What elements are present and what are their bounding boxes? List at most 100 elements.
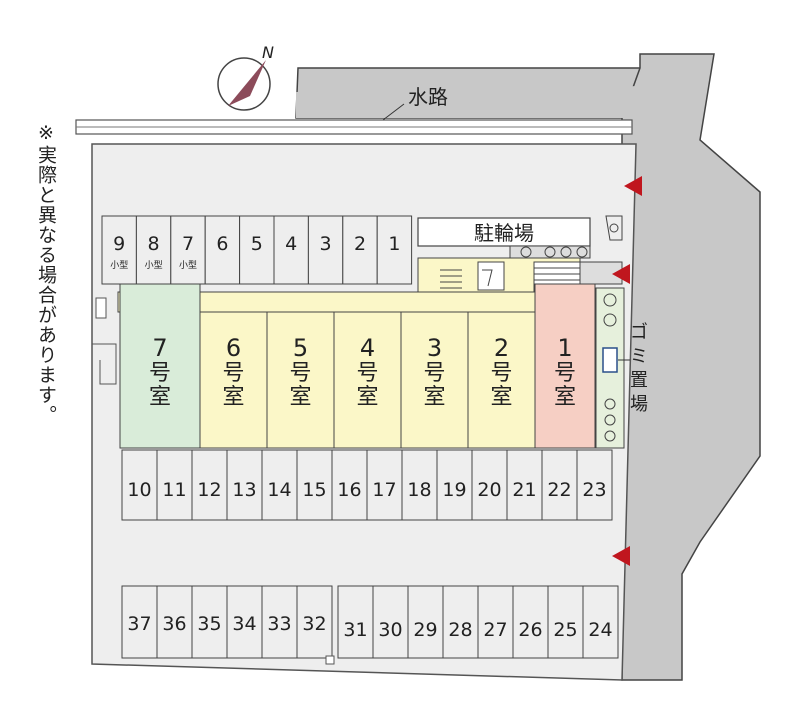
bicycle-rack-icons bbox=[520, 246, 588, 258]
parking-number: 29 bbox=[413, 619, 437, 641]
parking-space-bottom: 36 bbox=[156, 585, 193, 659]
parking-number: 18 bbox=[407, 479, 431, 501]
garbage-bin-icon bbox=[602, 347, 618, 373]
compass-north-label: N bbox=[262, 43, 274, 62]
compass: N bbox=[217, 43, 274, 111]
room-kanji: 室 bbox=[222, 385, 244, 410]
parking-space-top: 5 bbox=[239, 215, 275, 285]
room-number: 4 bbox=[360, 334, 375, 362]
parking-number: 14 bbox=[267, 479, 291, 501]
parking-number: 15 bbox=[302, 479, 326, 501]
parking-number: 24 bbox=[588, 619, 612, 641]
room-kanji: 号 bbox=[423, 361, 445, 386]
parking-number: 16 bbox=[337, 479, 361, 501]
disclaimer-note: ※実際と異なる場合があります。 bbox=[35, 122, 57, 425]
room-7: 7号室 bbox=[119, 283, 201, 449]
parking-number: 36 bbox=[162, 613, 186, 635]
waterway-label: 水路 bbox=[408, 85, 448, 109]
room-kanji: 号 bbox=[490, 361, 512, 386]
parking-space-middle: 11 bbox=[156, 449, 193, 521]
road-right bbox=[621, 53, 761, 681]
parking-number: 6 bbox=[216, 233, 228, 255]
room-4: 4号室 bbox=[333, 311, 402, 449]
parking-number: 13 bbox=[232, 479, 256, 501]
parking-number: 37 bbox=[127, 613, 151, 635]
parking-number: 8 bbox=[148, 233, 160, 255]
parking-space-middle: 10 bbox=[121, 449, 158, 521]
parking-number: 34 bbox=[232, 613, 256, 635]
parking-space-middle: 20 bbox=[471, 449, 508, 521]
room-kanji: 号 bbox=[149, 361, 171, 386]
parking-space-top: 9 小型 bbox=[101, 215, 137, 285]
parking-size-label: 小型 bbox=[145, 260, 163, 271]
parking-space-bottom: 30 bbox=[372, 585, 409, 659]
parking-space-top: 3 bbox=[307, 215, 344, 285]
parking-space-middle: 15 bbox=[296, 449, 333, 521]
parking-size-label: 小型 bbox=[110, 260, 128, 271]
parking-number: 5 bbox=[251, 233, 263, 255]
room-kanji: 室 bbox=[423, 385, 445, 410]
room-number: 2 bbox=[494, 334, 509, 362]
parking-number: 31 bbox=[343, 619, 367, 641]
parking-number: 17 bbox=[372, 479, 396, 501]
garbage-label: ゴミ置場 bbox=[630, 322, 648, 415]
parking-number: 25 bbox=[553, 619, 577, 641]
parking-number: 30 bbox=[378, 619, 402, 641]
parking-space-bottom: 35 bbox=[191, 585, 228, 659]
parking-space-top: 8 小型 bbox=[135, 215, 172, 285]
parking-number: 21 bbox=[512, 479, 536, 501]
parking-number: 4 bbox=[285, 233, 297, 255]
parking-space-bottom: 34 bbox=[226, 585, 263, 659]
room-kanji: 室 bbox=[490, 385, 512, 410]
parking-space-top: 6 bbox=[204, 215, 241, 285]
room-number: 1 bbox=[557, 334, 572, 362]
parking-space-bottom: 28 bbox=[442, 585, 479, 659]
bicycle-parking bbox=[417, 217, 591, 247]
parking-space-middle: 18 bbox=[401, 449, 438, 521]
parking-space-bottom: 26 bbox=[512, 585, 549, 659]
parking-space-middle: 22 bbox=[541, 449, 578, 521]
parking-space-middle: 13 bbox=[226, 449, 263, 521]
parking-space-middle: 19 bbox=[436, 449, 473, 521]
room-number: 3 bbox=[427, 334, 442, 362]
parking-row-bottom: 37 36 35 34 33 32 31 30 29 28 27 26 25 24 bbox=[121, 585, 619, 659]
bicycle-parking-label: 駐輪場 bbox=[474, 221, 534, 245]
parking-space-middle: 12 bbox=[191, 449, 228, 521]
parking-number: 10 bbox=[127, 479, 151, 501]
parking-space-middle: 17 bbox=[366, 449, 403, 521]
parking-space-middle: 16 bbox=[331, 449, 368, 521]
parking-space-bottom: 32 bbox=[296, 585, 333, 659]
parking-size-label: 小型 bbox=[179, 260, 197, 271]
parking-space-top: 7 小型 bbox=[170, 215, 206, 285]
parking-number: 22 bbox=[547, 479, 571, 501]
parking-number: 26 bbox=[518, 619, 542, 641]
room-kanji: 室 bbox=[149, 385, 171, 410]
parking-number: 12 bbox=[197, 479, 221, 501]
parking-space-bottom: 31 bbox=[337, 585, 374, 659]
room-kanji: 室 bbox=[356, 385, 378, 410]
parking-number: 7 bbox=[182, 233, 194, 255]
parking-number: 32 bbox=[302, 613, 326, 635]
parking-number: 3 bbox=[320, 233, 332, 255]
parking-space-bottom: 29 bbox=[407, 585, 444, 659]
parking-number: 9 bbox=[113, 233, 125, 255]
room-1: 1号室 bbox=[534, 283, 596, 449]
parking-number: 11 bbox=[162, 479, 186, 501]
parking-number: 28 bbox=[448, 619, 472, 641]
parking-number: 27 bbox=[483, 619, 507, 641]
room-kanji: 号 bbox=[289, 361, 311, 386]
parking-number: 35 bbox=[197, 613, 221, 635]
room-2: 2号室 bbox=[467, 311, 536, 449]
parking-space-bottom: 37 bbox=[121, 585, 158, 659]
entrance-arrow-icons bbox=[612, 176, 642, 566]
parking-space-top: 4 bbox=[273, 215, 309, 285]
parking-space-top: 2 bbox=[342, 215, 378, 285]
road-top-inner bbox=[296, 86, 640, 118]
room-kanji: 号 bbox=[222, 361, 244, 386]
room-kanji: 号 bbox=[356, 361, 378, 386]
parking-number: 33 bbox=[267, 613, 291, 635]
